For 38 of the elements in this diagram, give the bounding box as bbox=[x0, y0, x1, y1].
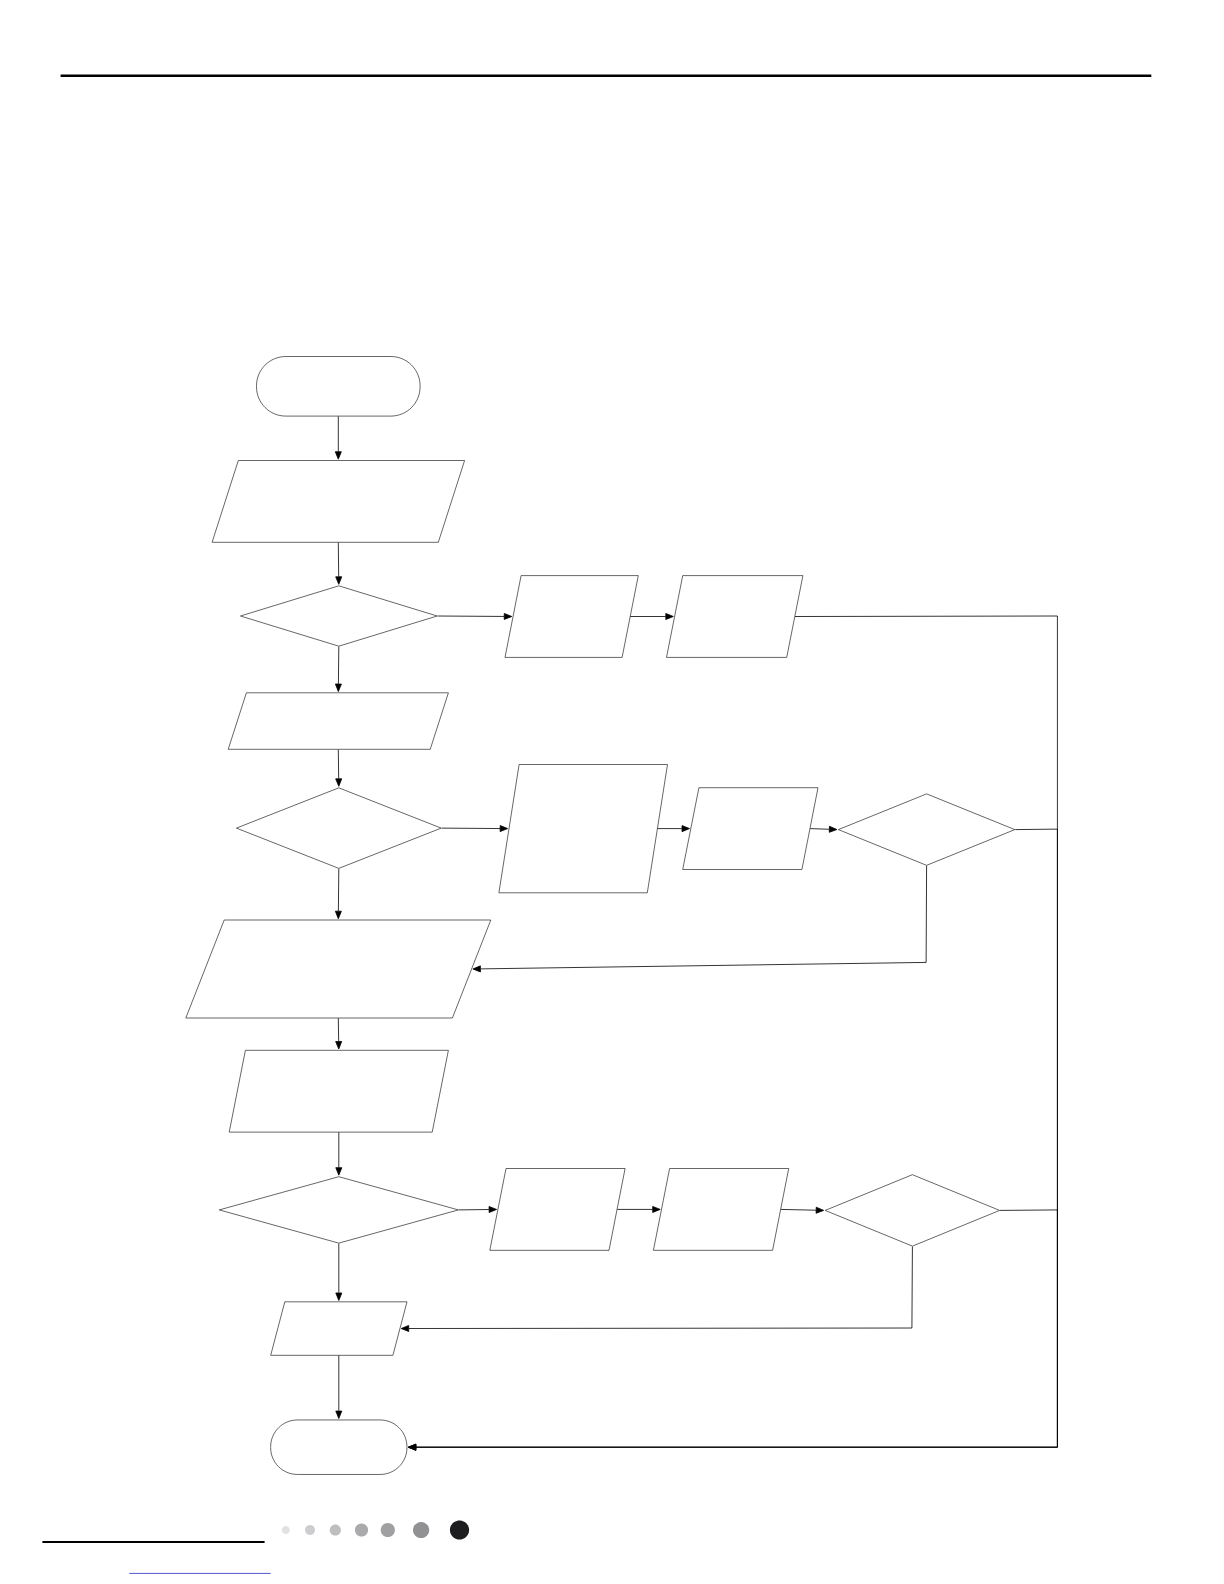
arrow bbox=[335, 1017, 343, 1050]
arrow bbox=[334, 416, 342, 460]
arrow bbox=[335, 1355, 343, 1419]
arrow bbox=[458, 1206, 497, 1213]
arrow bbox=[335, 646, 342, 692]
decision-diamond bbox=[838, 793, 1016, 866]
arrow bbox=[809, 825, 838, 833]
arrow bbox=[334, 868, 342, 920]
parallelogram-box bbox=[682, 787, 819, 870]
arrow bbox=[616, 1206, 661, 1213]
arrow bbox=[335, 1243, 343, 1301]
decision-diamond bbox=[824, 1174, 1000, 1247]
parallelogram-box bbox=[211, 460, 465, 543]
parallelogram-box bbox=[504, 575, 639, 658]
arrow bbox=[335, 1131, 343, 1176]
arrow bbox=[657, 825, 690, 833]
arrow bbox=[780, 1206, 825, 1214]
arrow bbox=[437, 613, 513, 620]
terminal-shape bbox=[270, 1419, 408, 1475]
terminal-shape bbox=[256, 356, 421, 417]
parallelogram-box bbox=[489, 1168, 626, 1251]
arrow bbox=[472, 865, 927, 973]
arrow bbox=[335, 542, 343, 585]
decision-diamond bbox=[219, 1176, 459, 1244]
parallelogram-box bbox=[185, 919, 492, 1019]
parallelogram-box bbox=[227, 692, 449, 750]
parallelogram-box bbox=[666, 575, 804, 658]
parallelogram-box bbox=[228, 1050, 449, 1133]
parallelogram-box bbox=[270, 1301, 408, 1356]
arrow bbox=[407, 1209, 1058, 1451]
decision-diamond bbox=[236, 787, 442, 869]
parallelogram-box bbox=[498, 764, 668, 894]
decision-diamond bbox=[240, 585, 438, 647]
parallelogram-box bbox=[653, 1168, 789, 1251]
arrow bbox=[335, 749, 343, 787]
arrow bbox=[441, 825, 509, 832]
arrow bbox=[400, 1246, 913, 1332]
arrow bbox=[629, 613, 674, 620]
